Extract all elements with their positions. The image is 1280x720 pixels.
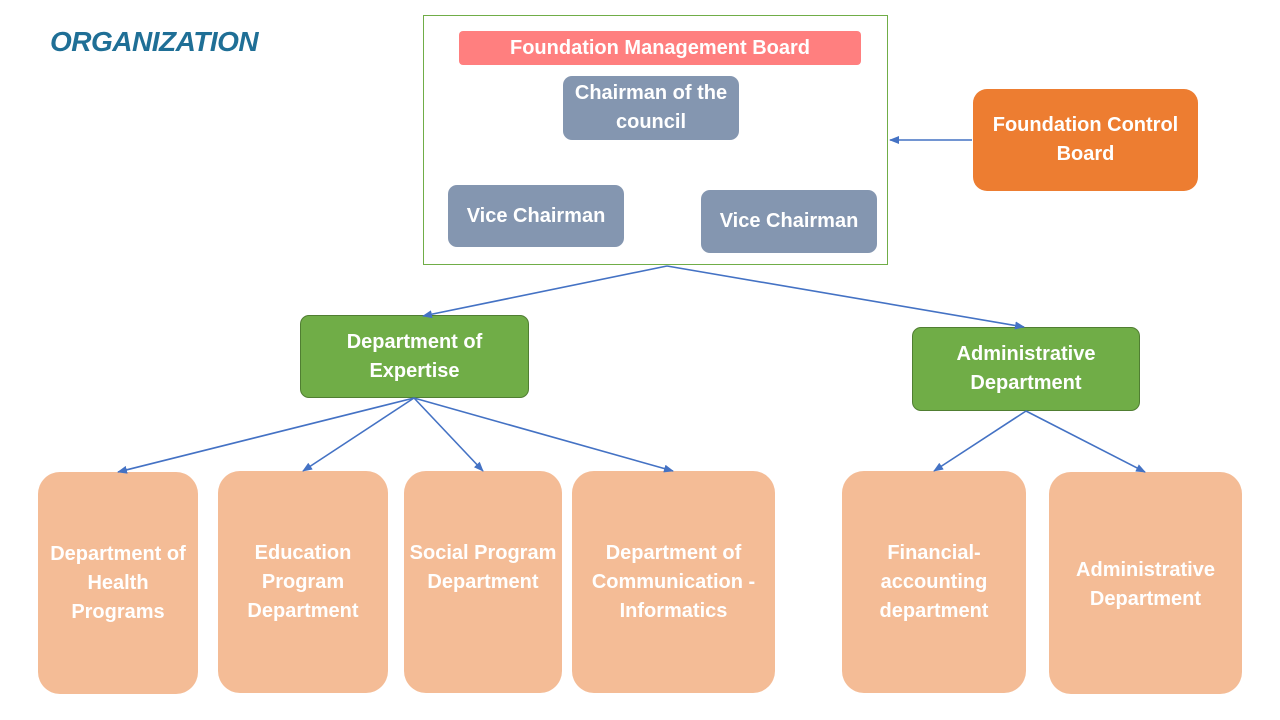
management-board-label: Foundation Management Board bbox=[459, 31, 861, 65]
connector-board-to-administrative bbox=[666, 265, 1025, 330]
connector-expertise-to-health bbox=[117, 397, 415, 474]
connector-admin-to-financial bbox=[933, 410, 1027, 472]
sub-department-administrative: Administrative Department bbox=[1049, 472, 1242, 694]
chairman-box: Chairman of the council bbox=[563, 76, 739, 140]
page-title: ORGANIZATION bbox=[50, 26, 259, 57]
connector-expertise-to-social bbox=[413, 397, 484, 472]
control-board-box: Foundation Control Board bbox=[973, 89, 1198, 191]
sub-department-social: Social Program Department bbox=[404, 471, 562, 693]
connector-board-to-expertise bbox=[422, 265, 668, 319]
vice-chairman-box-right: Vice Chairman bbox=[701, 190, 877, 253]
connector-admin-to-administrative bbox=[1025, 410, 1146, 473]
sub-department-financial: Financial-accounting department bbox=[842, 471, 1026, 693]
department-administrative-box: Administrative Department bbox=[912, 327, 1140, 411]
sub-department-education: Education Program Department bbox=[218, 471, 388, 693]
vice-chairman-box-left: Vice Chairman bbox=[448, 185, 624, 247]
sub-department-health: Department of Health Programs bbox=[38, 472, 198, 694]
connector-expertise-to-communication bbox=[413, 397, 674, 473]
connector-expertise-to-education bbox=[302, 397, 415, 472]
sub-department-communication: Department of Communication - Informatic… bbox=[572, 471, 775, 693]
